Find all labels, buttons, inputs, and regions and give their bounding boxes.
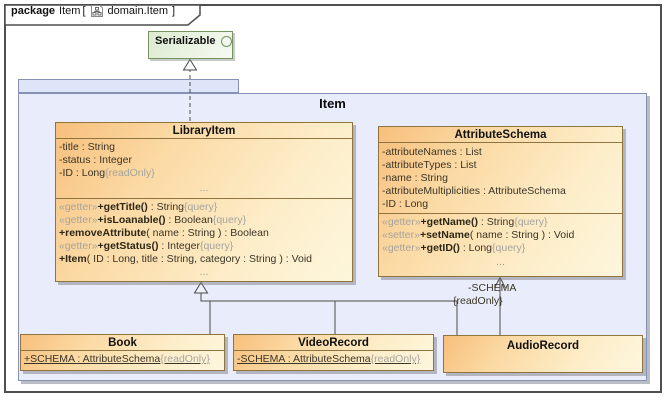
class-attributeschema[interactable]: AttributeSchema -attributeNames : List -…: [378, 126, 623, 277]
operations-compartment: «getter»+getTitle() : String{query} «get…: [56, 199, 352, 281]
interface-ball-icon: [220, 35, 232, 47]
operation-row[interactable]: +removeAttribute( name : String ) : Bool…: [59, 227, 269, 239]
class-name: AttributeSchema: [379, 127, 622, 143]
diagram-frame: [4, 4, 662, 393]
frame-bracket-open: [: [82, 5, 86, 17]
class-serializable[interactable]: Serializable: [148, 31, 233, 59]
operation-row[interactable]: «getter»+isLoanable() : Boolean{query}: [59, 214, 247, 226]
attributes-compartment: -title : String -status : Integer -ID : …: [56, 139, 352, 199]
frame-title: Item: [59, 5, 81, 17]
class-audiorecord[interactable]: AudioRecord: [443, 335, 643, 373]
attribute-row[interactable]: -attributeMultiplicities : AttributeSche…: [382, 185, 566, 197]
operation-row[interactable]: «getter»+getName() : String{query}: [382, 216, 548, 228]
operation-row[interactable]: «getter»+getStatus() : Integer{query}: [59, 240, 234, 252]
attribute-row[interactable]: -status : Integer: [59, 154, 132, 166]
operation-row[interactable]: «setter»+setName( name : String ) : Void: [382, 229, 575, 241]
class-name: VideoRecord: [234, 335, 433, 351]
frame-bracket-close: ]: [172, 5, 176, 17]
class-videorecord[interactable]: VideoRecord -SCHEMA : AttributeSchema{re…: [233, 334, 434, 371]
operation-row[interactable]: «getter»+getTitle() : String{query}: [59, 201, 218, 213]
attribute-row[interactable]: -ID : Long: [382, 198, 429, 210]
operations-compartment: «getter»+getName() : String{query} «sett…: [379, 214, 622, 276]
attribute-row[interactable]: -attributeTypes : List: [382, 159, 477, 171]
more-operations-ellipsis: ...: [496, 256, 505, 268]
frame-keyword: package: [11, 5, 56, 17]
attribute-row[interactable]: -SCHEMA : AttributeSchema{readOnly}: [237, 353, 421, 365]
association-end-constraint[interactable]: {readOnly}: [453, 295, 503, 307]
more-operations-ellipsis: ...: [199, 266, 209, 278]
attribute-row[interactable]: -title : String: [59, 141, 116, 153]
frame-header: package Item [ domain.Item ]: [11, 4, 175, 18]
class-libraryitem[interactable]: LibraryItem -title : String -status : In…: [55, 122, 353, 282]
operation-row[interactable]: «getter»+getID() : Long{query}: [382, 242, 526, 254]
attribute-row[interactable]: +SCHEMA : AttributeSchema{readOnly}: [24, 353, 210, 365]
attributes-compartment: +SCHEMA : AttributeSchema{readOnly}: [21, 351, 224, 366]
class-name: Serializable: [155, 35, 216, 47]
class-name: AudioRecord: [506, 340, 580, 352]
package-tab[interactable]: [18, 79, 239, 93]
operation-row[interactable]: +Item( ID : Long, title : String, catego…: [59, 253, 313, 265]
attributes-compartment: -attributeNames : List -attributeTypes :…: [379, 143, 622, 214]
more-attributes-ellipsis: ...: [199, 182, 209, 194]
attribute-row[interactable]: -ID : Long{readOnly}: [59, 167, 155, 179]
class-name: Book: [21, 335, 224, 351]
attribute-row[interactable]: -attributeNames : List: [382, 146, 482, 158]
frame-diagram-name: domain.Item: [107, 5, 169, 17]
package-name: Item: [319, 96, 346, 111]
class-book[interactable]: Book +SCHEMA : AttributeSchema{readOnly}: [20, 334, 225, 371]
diagram-icon: [90, 5, 103, 17]
attribute-row[interactable]: -name : String: [382, 172, 448, 184]
association-end-name[interactable]: -SCHEMA: [468, 282, 517, 294]
attributes-compartment: -SCHEMA : AttributeSchema{readOnly}: [234, 351, 433, 366]
class-name: LibraryItem: [56, 123, 352, 139]
